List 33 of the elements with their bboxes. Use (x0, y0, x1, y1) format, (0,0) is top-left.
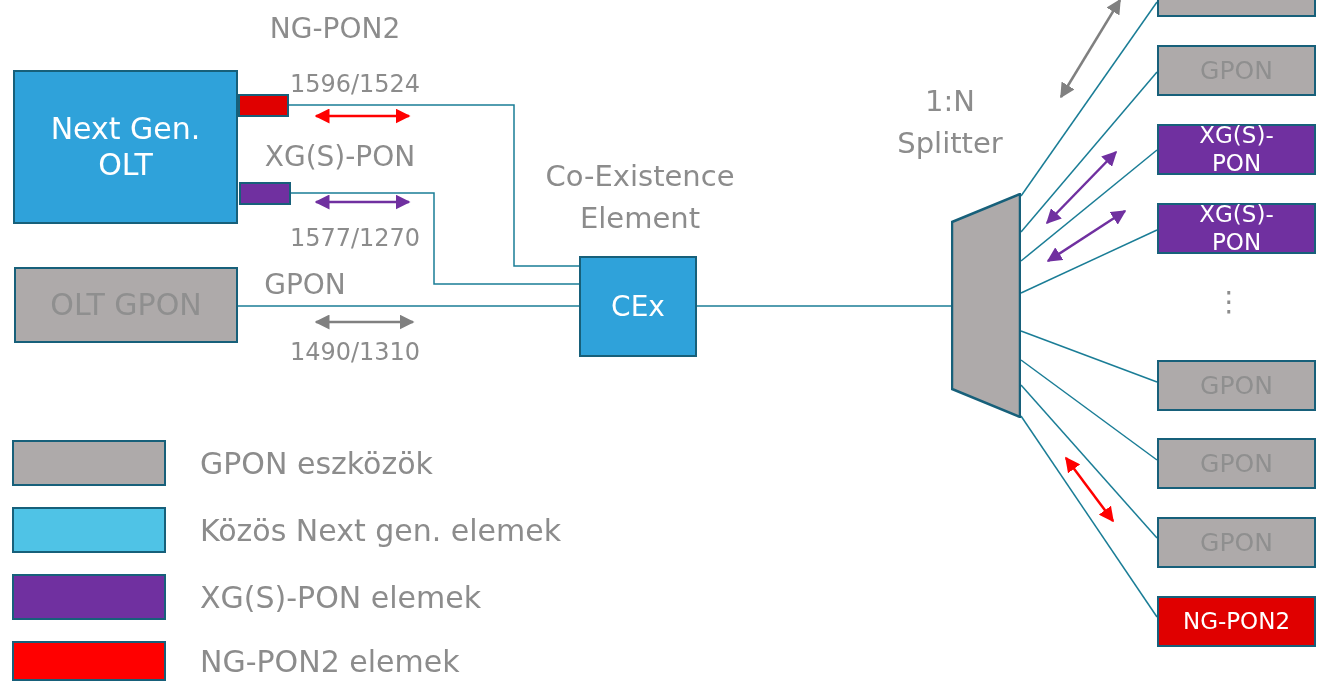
cex-box: CEx (579, 256, 697, 357)
fiber-line (1020, 384, 1158, 539)
fiber-line (1020, 149, 1158, 262)
olt-box: Next Gen. OLT (13, 70, 238, 224)
splitter-caption: 1:N Splitter (896, 83, 1004, 163)
fiber-line (1020, 359, 1158, 461)
fiber-line (288, 104, 580, 267)
onu-box: NG-PON2 (1157, 596, 1316, 647)
fiber-line (1020, 229, 1158, 294)
port-block (239, 182, 291, 205)
fiber-line (237, 305, 580, 307)
wavelength-label: 1577/1270 (288, 224, 422, 252)
fiber-line (1020, 330, 1158, 383)
ellipsis-label: ⋮ (1214, 285, 1244, 318)
fiber-line (290, 192, 580, 285)
port-block (238, 94, 289, 117)
wavelength-label: 1596/1524 (288, 70, 422, 98)
onu-box: XG(S)-PON (1157, 124, 1316, 175)
fiber-line (1020, 415, 1158, 618)
fiber-line (1020, 71, 1158, 233)
port-label: XG(S)-PON (263, 140, 417, 173)
legend-text: XG(S)-PON elemek (200, 579, 482, 615)
port-label: GPON (263, 268, 347, 301)
fiber-line (1020, 1, 1158, 197)
onu-box: XG(S)-PON (1157, 203, 1316, 254)
legend-text: NG-PON2 elemek (200, 643, 460, 679)
fiber-line (696, 305, 952, 307)
wavelength-label: 1490/1310 (288, 338, 422, 366)
element-caption: Co-Existence Element (544, 158, 736, 238)
port-label: NG-PON2 (268, 12, 402, 45)
splitter-trapezoid (951, 193, 1021, 418)
legend-text: GPON eszközök (200, 445, 433, 481)
legend-text: Közös Next gen. elemek (200, 512, 562, 548)
